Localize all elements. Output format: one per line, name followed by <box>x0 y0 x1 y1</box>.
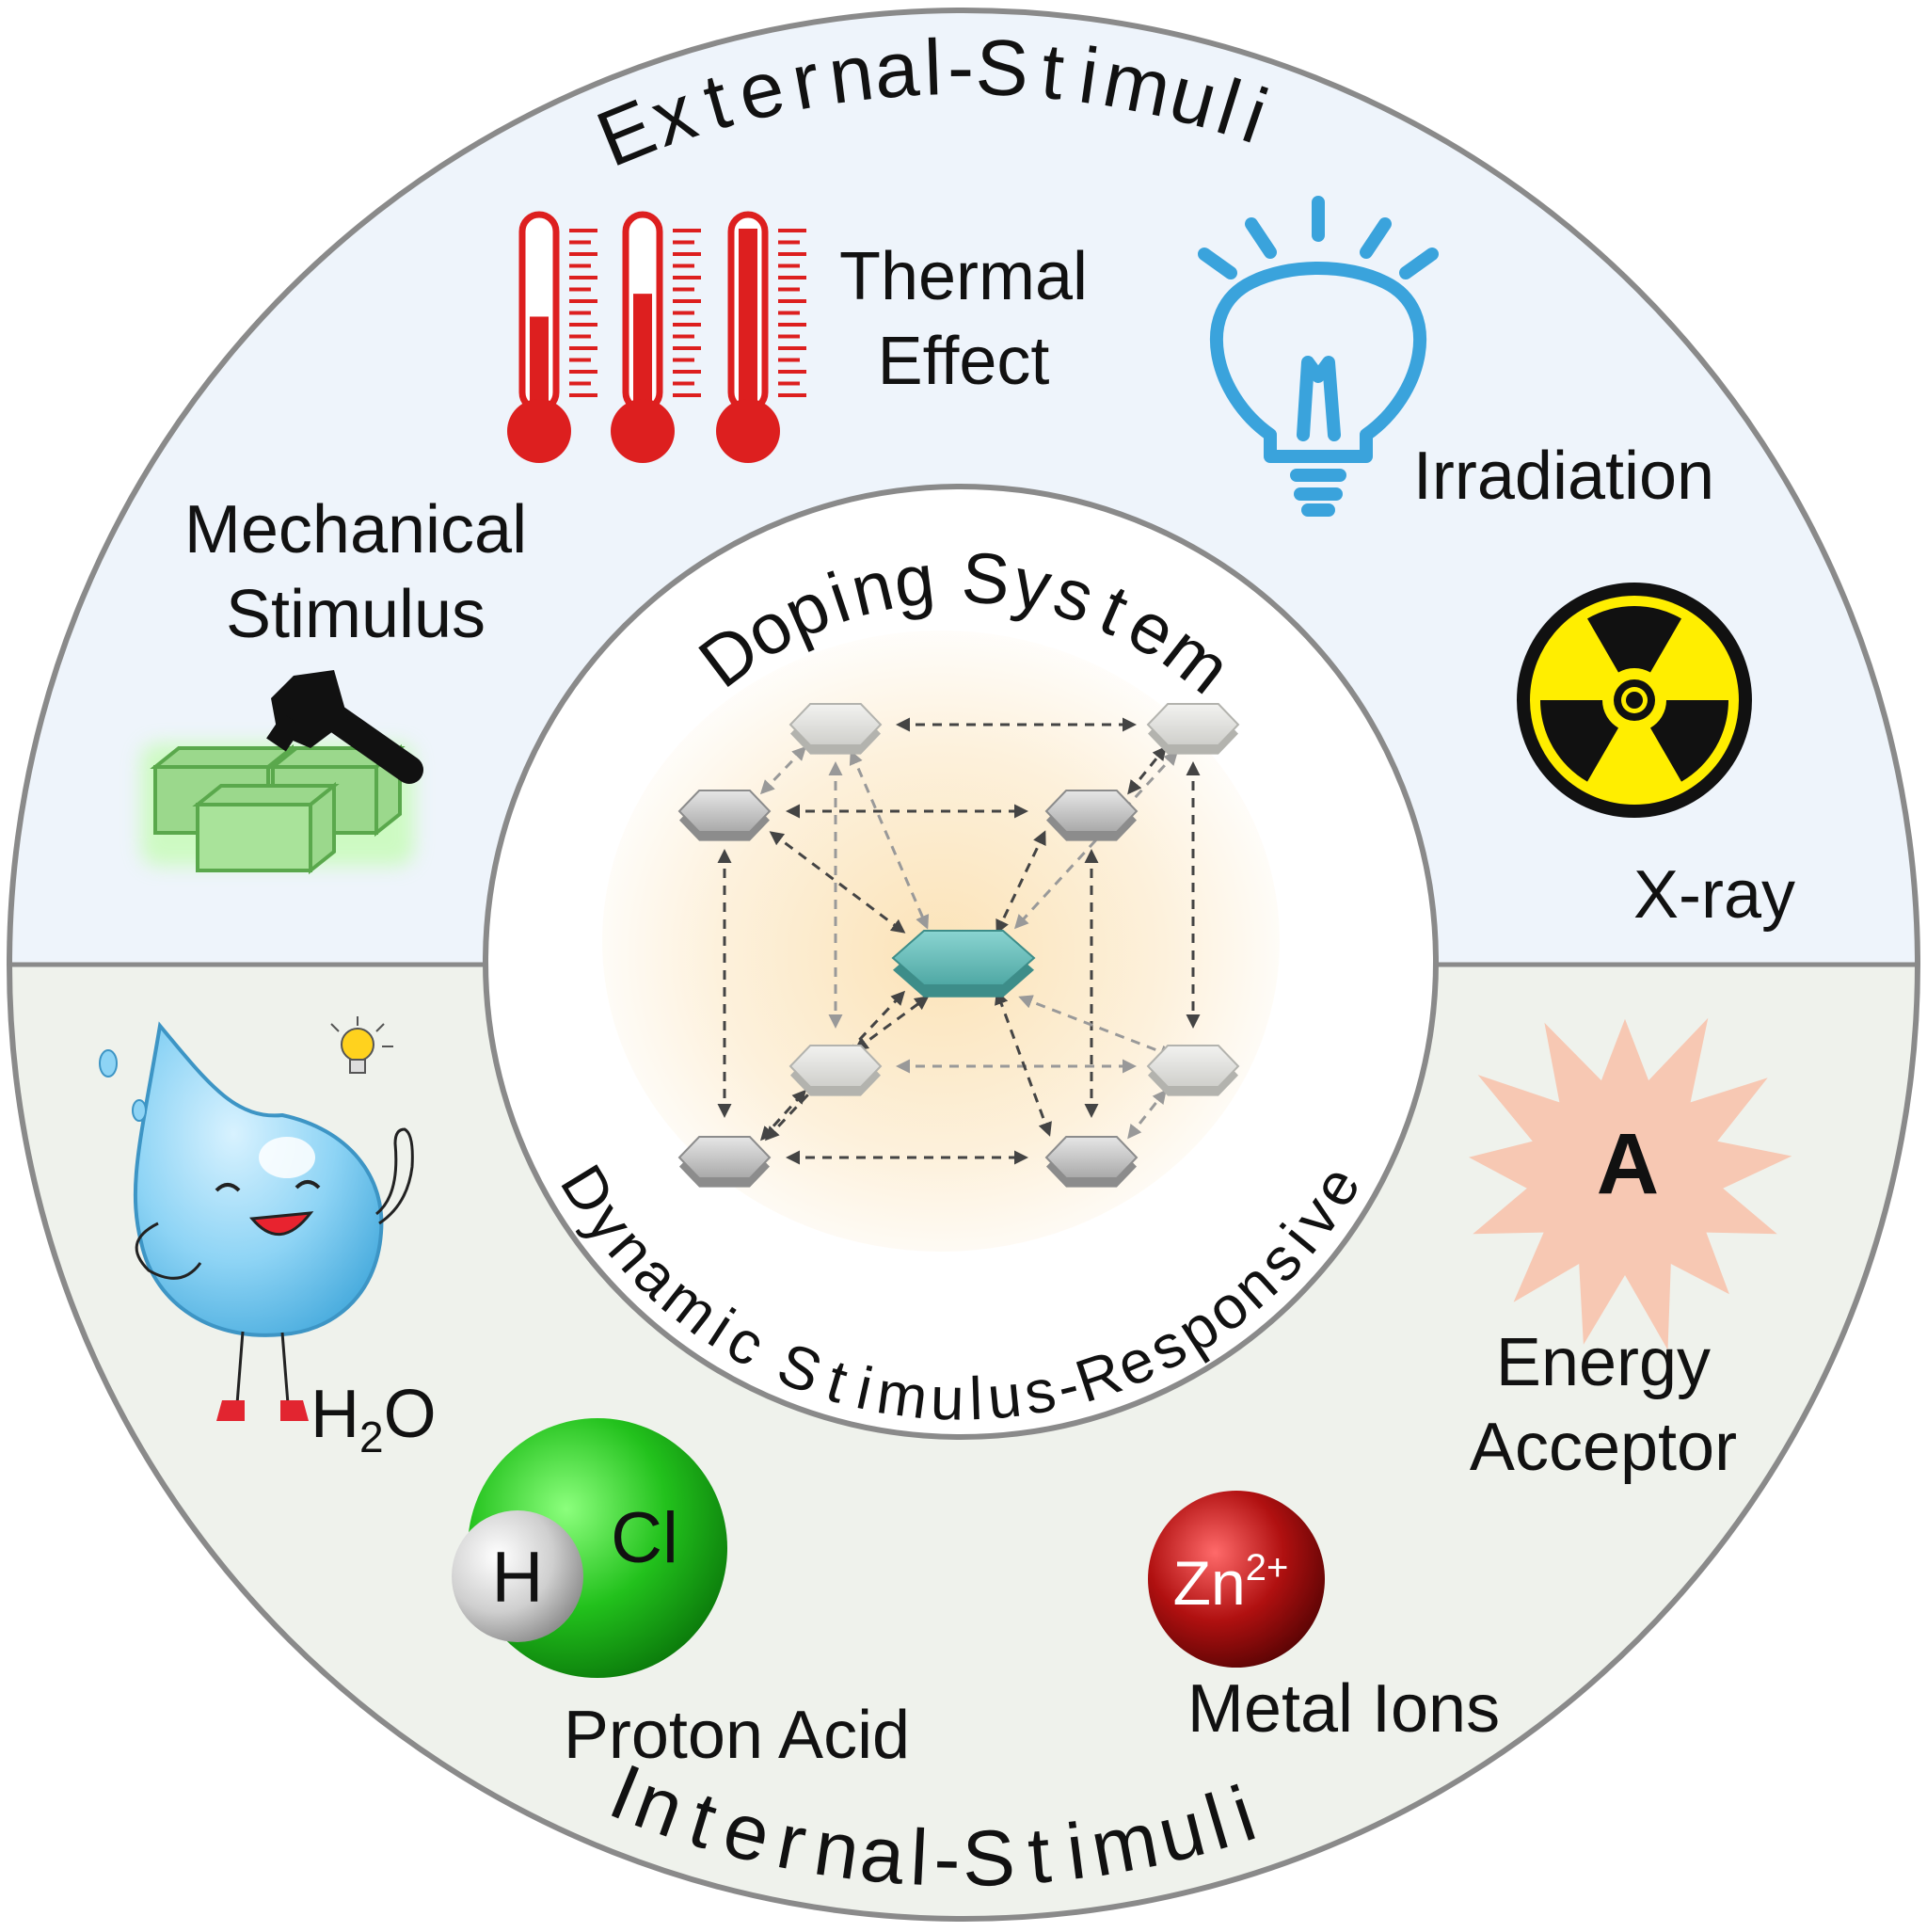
doping-lattice <box>677 703 1240 1188</box>
internal-stimuli-title-char: l <box>908 1812 930 1902</box>
water-drop-character-icon <box>99 1021 414 1421</box>
host-molecule-5 <box>788 1045 883 1096</box>
external-stimuli-title-char: a <box>871 24 922 115</box>
dopant-molecule <box>891 930 1036 998</box>
doping-system-title-char: g <box>889 539 938 624</box>
host-molecule-7 <box>677 1136 772 1188</box>
mechanical-label-line1: Mechanical <box>184 492 527 567</box>
internal-stimuli-title-char: m <box>1084 1795 1165 1893</box>
mechanical-label-line2: Stimulus <box>226 577 486 652</box>
host-molecule-8 <box>1044 1136 1139 1188</box>
hammer-icon <box>266 670 423 784</box>
dynamic-responsive-title-char: m <box>873 1358 932 1431</box>
doping-system-title-char: S <box>959 537 1011 620</box>
trefoil-blade <box>1540 700 1618 782</box>
acceptor-label-line1: Energy <box>1496 1325 1711 1400</box>
energy-transfer-arrows <box>717 717 1201 1165</box>
thermal-label-line2: Effect <box>878 324 1050 399</box>
hcl-molecule-icon: H Cl <box>452 1418 727 1678</box>
host-molecule-1 <box>788 703 883 755</box>
thermometer-1 <box>507 211 597 463</box>
proton-cl-label: Cl <box>611 1498 678 1578</box>
transfer-arrow <box>849 750 930 930</box>
energy-acceptor-icon: A <box>1469 1017 1792 1350</box>
host-molecule-2 <box>1146 703 1240 755</box>
external-stimuli-title-char: l <box>923 23 944 112</box>
dynamic-responsive-title-char: u <box>984 1361 1025 1431</box>
zinc-ion-label: Zn2+ <box>1173 1547 1289 1618</box>
water-formula: H2O <box>311 1377 437 1461</box>
acceptor-badge: A <box>1597 1116 1659 1212</box>
zinc-ion-icon: Zn2+ <box>1148 1491 1325 1668</box>
proton-acid-label: Proton Acid <box>564 1698 910 1773</box>
transfer-arrow <box>995 990 1052 1137</box>
external-stimuli-title-char: S <box>974 23 1030 113</box>
metal-ions-label: Metal Ions <box>1187 1671 1500 1747</box>
irradiation-label: Irradiation <box>1413 439 1714 514</box>
internal-stimuli-title-char: - <box>933 1813 962 1903</box>
external-stimuli-title-char: - <box>948 23 974 111</box>
crystal-blocks-icon <box>141 743 414 875</box>
radiation-icon <box>1517 583 1752 818</box>
thermometer-3 <box>716 211 806 463</box>
light-bulb-icon <box>1198 196 1439 517</box>
thermometer-2 <box>611 211 701 463</box>
proton-h-label: H <box>492 1538 544 1618</box>
dynamic-responsive-title-char: l <box>968 1365 984 1432</box>
host-molecules <box>677 703 1240 1188</box>
trefoil-blade <box>1650 700 1728 782</box>
transfer-arrow <box>1013 750 1179 930</box>
transfer-arrow <box>759 745 807 795</box>
internal-stimuli-title-char: S <box>961 1813 1016 1904</box>
transfer-arrow <box>853 996 930 1051</box>
idea-bulb-icon <box>330 1016 393 1074</box>
thermometer-icon <box>507 211 806 463</box>
dynamic-responsive-title-char: u <box>930 1365 965 1433</box>
host-molecule-6 <box>1146 1045 1240 1096</box>
xray-label: X-ray <box>1633 857 1795 933</box>
host-molecule-3 <box>677 790 772 841</box>
host-molecule-4 <box>1044 790 1139 841</box>
internal-stimuli-title-char: a <box>856 1809 908 1901</box>
trefoil-blade <box>1587 606 1681 673</box>
thermal-label-line1: Thermal <box>839 239 1088 314</box>
acceptor-label-line2: Acceptor <box>1470 1410 1737 1485</box>
